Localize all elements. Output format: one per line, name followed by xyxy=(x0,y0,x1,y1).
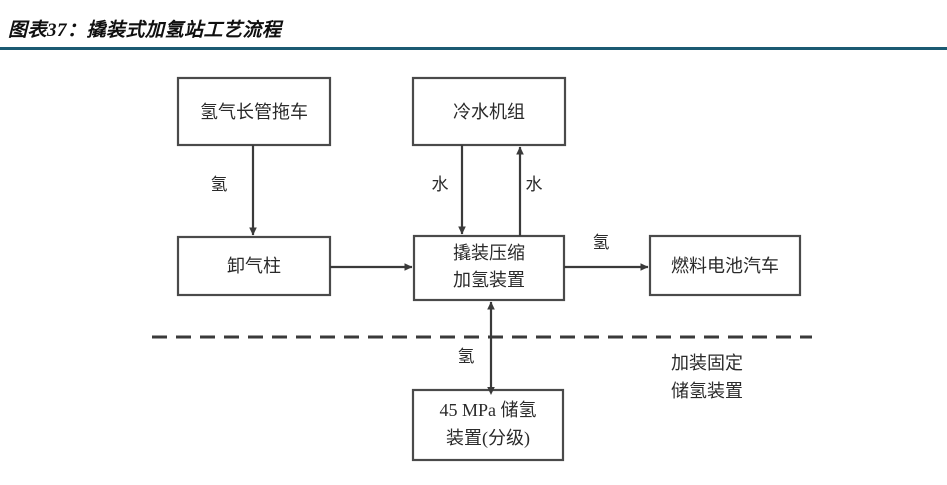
edge-trailer-to-column-label: 氢 xyxy=(211,175,228,195)
edge-skid-to-chiller-label: 水 xyxy=(526,175,543,195)
node-hydrogen-storage-label-line1: 45 MPa 储氢 xyxy=(439,400,536,420)
node-chiller-label: 冷水机组 xyxy=(453,102,525,123)
node-fuel-cell-vehicle[interactable]: 燃料电池汽车 xyxy=(648,234,802,297)
node-chiller[interactable]: 冷水机组 xyxy=(411,76,567,147)
node-unloading-column-label: 卸气柱 xyxy=(227,256,281,277)
node-hydrogen-storage-label-line2: 装置(分级) xyxy=(446,428,530,449)
node-fuel-cell-vehicle-label: 燃料电池汽车 xyxy=(671,256,779,277)
figure-title: 图表37：撬装式加氢站工艺流程 xyxy=(8,20,282,41)
node-skid-compressor-label-line1: 撬装压缩 xyxy=(453,243,525,264)
edge-skid-to-vehicle-label: 氢 xyxy=(593,233,610,253)
edge-storage-to-skid-label: 氢 xyxy=(458,347,475,367)
edge-chiller-to-skid: 水 xyxy=(432,145,466,235)
edge-chiller-to-skid-label: 水 xyxy=(432,175,449,195)
title-divider-rule xyxy=(0,47,947,50)
node-tube-trailer[interactable]: 氢气长管拖车 xyxy=(176,76,332,147)
node-hydrogen-storage[interactable]: 45 MPa 储氢 装置(分级) xyxy=(411,388,565,462)
node-tube-trailer-label: 氢气长管拖车 xyxy=(200,102,308,123)
optional-equipment-note-line1: 加装固定 xyxy=(671,353,743,374)
edge-storage-to-skid: 氢 xyxy=(458,301,495,395)
node-skid-compressor-label-line2: 加氢装置 xyxy=(453,270,525,291)
process-flow-diagram: 氢气长管拖车 冷水机组 卸气柱 撬装压缩 加氢装置 燃料电池汽车 xyxy=(0,52,947,485)
optional-equipment-note-line2: 储氢装置 xyxy=(671,381,743,402)
edge-skid-to-vehicle: 氢 xyxy=(564,233,649,271)
edge-skid-to-chiller: 水 xyxy=(516,146,543,236)
node-unloading-column[interactable]: 卸气柱 xyxy=(176,235,332,297)
edge-trailer-to-column: 氢 xyxy=(211,145,257,236)
node-skid-compressor[interactable]: 撬装压缩 加氢装置 xyxy=(412,234,566,302)
optional-equipment-note: 加装固定 储氢装置 xyxy=(671,353,743,402)
